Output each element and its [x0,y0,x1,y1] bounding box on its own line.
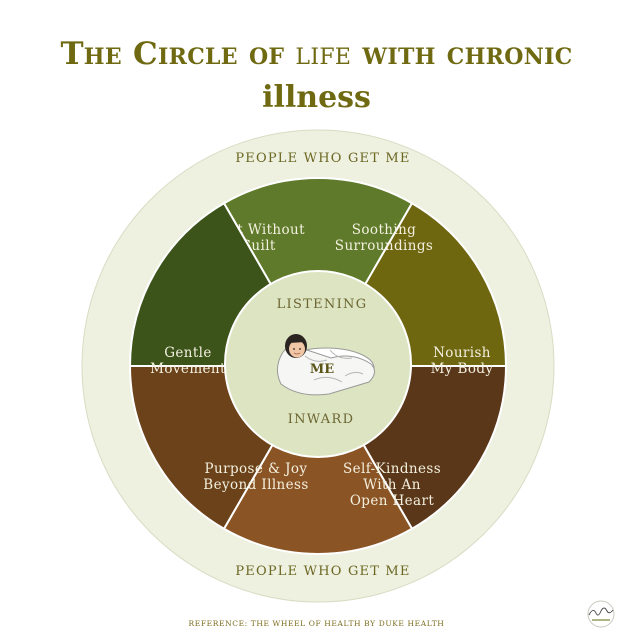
segment-label-line: Beyond Illness [203,477,308,493]
segment-4 [222,364,414,555]
segment-label-line: Gentle [164,345,212,361]
segment-label-line: Open Heart [350,493,435,509]
segment-label-line: Surroundings [335,238,433,254]
person-in-bed-icon [277,334,375,396]
page-title-line2: illness [262,80,371,115]
segment-label-line: My Body [431,361,494,377]
title-part2: life [295,36,352,72]
outer-ring-top-label: PEOPLE WHO GET ME [235,151,410,166]
title-part1: The Circle of [60,36,296,72]
segment-label-line: Nourish [433,345,491,361]
outer-ring-bottom-label: PEOPLE WHO GET ME [235,564,410,579]
center-me-label: ME [310,362,334,377]
segment-label-line: Soothing [352,222,416,238]
center-bottom-label: INWARD [288,412,355,427]
signature-logo [587,600,615,628]
segment-label-line: Purpose & Joy [205,461,308,477]
segment-label-line: Self-Kindness [343,461,441,477]
center-top-label: LISTENING [277,297,368,312]
segment-label-line: Movement [150,361,226,377]
segment-label-line: With An [363,477,421,493]
title-part3: with chronic [351,36,573,72]
page-title-line1: The Circle of life with chronic [0,36,633,72]
footer-reference: REFERENCE: THE WHEEL OF HEALTH BY DUKE H… [188,619,445,628]
